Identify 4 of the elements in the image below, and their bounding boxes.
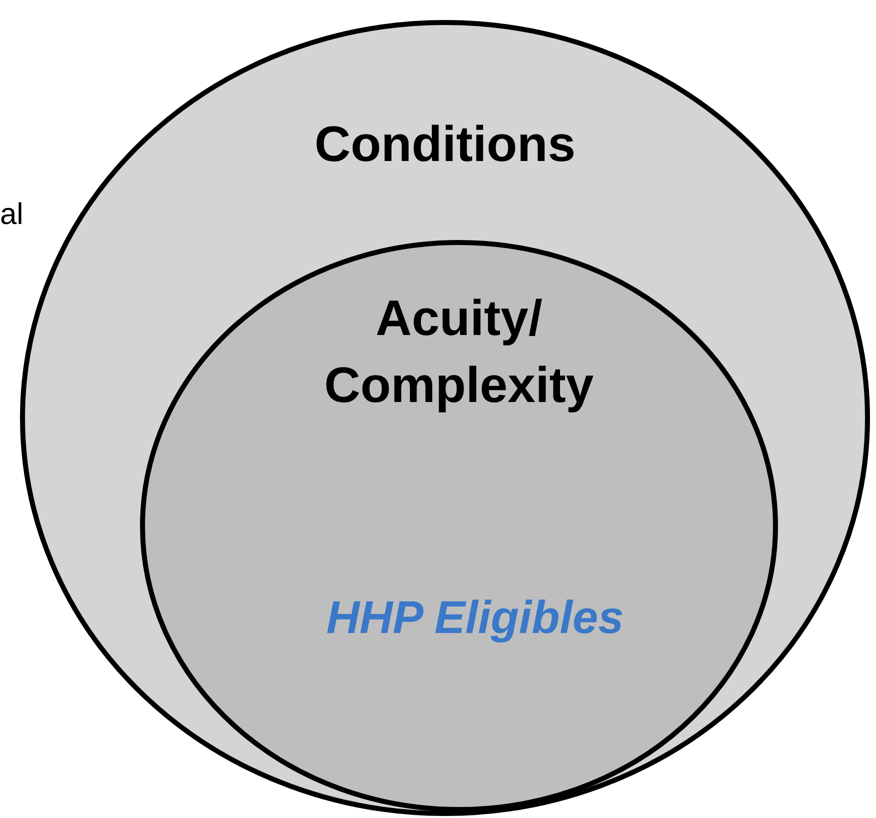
circle-label: Acuity/ Complexity <box>323 289 595 415</box>
circle-label: HHP Eligibles <box>325 590 625 645</box>
text-fragment: al <box>0 198 24 232</box>
circle-label: Conditions <box>313 115 577 174</box>
